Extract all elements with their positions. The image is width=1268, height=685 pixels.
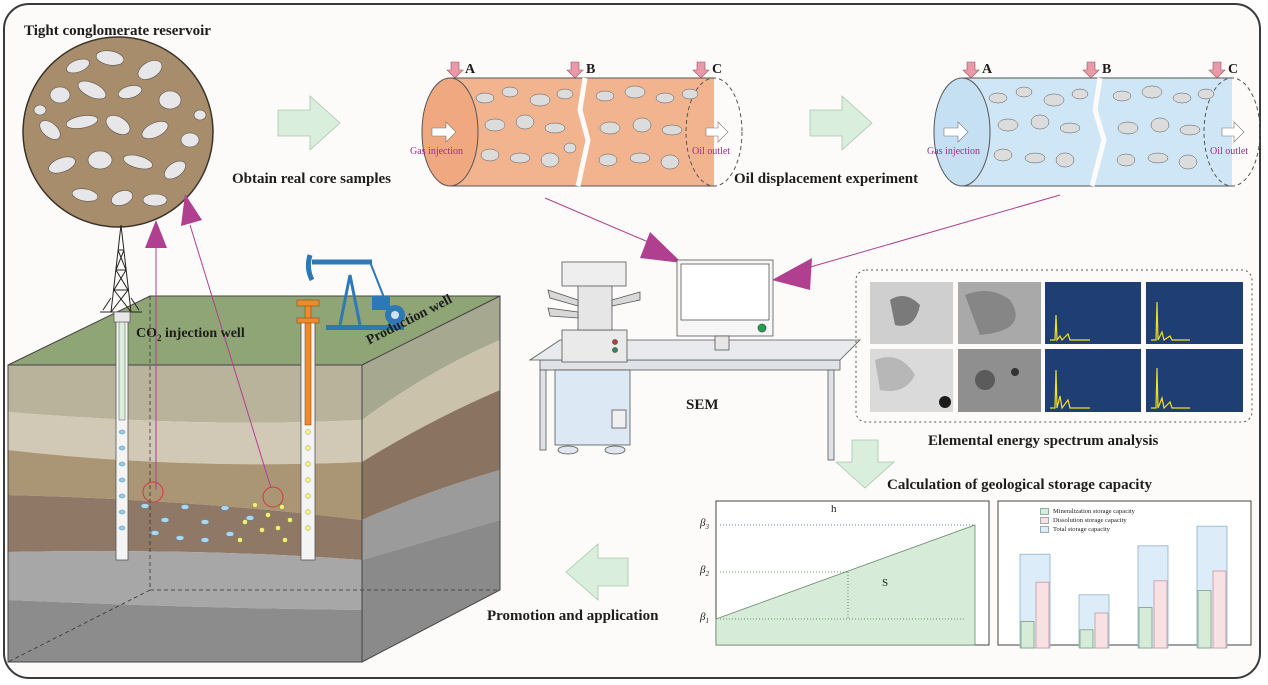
drilling-derrick <box>100 224 142 313</box>
beta3-symbol: β <box>700 517 706 529</box>
arrow-into-sem-left <box>640 232 682 263</box>
core-sample-orange <box>421 61 743 187</box>
beta3-subscript: 3 <box>705 523 709 532</box>
beta1-subscript: 1 <box>705 617 709 626</box>
beta2-symbol: β <box>700 564 706 576</box>
beta2-label: β2 <box>700 564 709 578</box>
core2-oil-outlet: Oil outlet <box>1210 146 1249 157</box>
link-blue-to-sem <box>799 194 1061 271</box>
legend-swatch-total <box>1040 526 1049 534</box>
arrow-down <box>834 439 896 489</box>
core1-oil-outlet: Oil outlet <box>692 146 731 157</box>
beta1-label: β1 <box>700 611 709 625</box>
link-orange-to-sem <box>544 197 661 248</box>
spectrum-analysis-label: Elemental energy spectrum analysis <box>928 433 1159 449</box>
capacity-diagram <box>715 500 990 646</box>
co2-subscript: 2 <box>157 332 162 343</box>
core1-point-c: C <box>712 62 723 77</box>
bar-dissolution-2 <box>1094 612 1109 649</box>
injection-well <box>113 311 131 561</box>
bar-chart-bars <box>1019 525 1228 649</box>
beta3-label: β3 <box>700 517 709 531</box>
promotion-label: Promotion and application <box>487 608 659 624</box>
bar-dissolution-4 <box>1212 570 1227 649</box>
up-arrow-right <box>181 194 202 226</box>
core1-point-b: B <box>586 62 596 77</box>
obtain-samples-label: Obtain real core samples <box>232 171 392 187</box>
reservoir-title: Tight conglomerate reservoir <box>24 23 211 39</box>
up-arrow-left <box>145 220 167 248</box>
core2-point-a: A <box>982 62 993 77</box>
pump-jack <box>305 254 405 330</box>
co2-prefix: CO <box>136 326 157 341</box>
sem-images <box>870 282 1041 412</box>
legend-swatch-dissolution <box>1040 517 1049 525</box>
storage-capacity-label: Calculation of geological storage capaci… <box>887 477 1152 493</box>
reservoir-rock-circle <box>22 36 214 228</box>
legend-item-mineral: Mineralization storage capacity <box>1040 507 1135 516</box>
bar-mineral-3 <box>1138 607 1153 649</box>
bar-dissolution-3 <box>1153 580 1168 649</box>
sem-label: SEM <box>686 397 719 413</box>
bar-mineral-4 <box>1197 590 1212 649</box>
production-well <box>296 299 320 561</box>
injection-well-suffix: injection well <box>161 326 245 341</box>
arrow-right-2 <box>809 95 873 151</box>
core2-point-c: C <box>1228 62 1239 77</box>
oil-displacement-label: Oil displacement experiment <box>734 171 919 187</box>
s-label: S <box>882 577 889 589</box>
legend-item-total: Total storage capacity <box>1040 525 1135 534</box>
bar-chart-legend: Mineralization storage capacity Dissolut… <box>1040 507 1135 534</box>
magenta-link-lines <box>155 224 272 490</box>
bar-mineral-2 <box>1079 629 1094 649</box>
arrow-right-1 <box>277 95 341 151</box>
core2-gas-injection: Gas injection <box>927 146 981 157</box>
core2-point-b: B <box>1102 62 1112 77</box>
bar-mineral-1 <box>1020 621 1035 649</box>
legend-swatch-mineral <box>1040 508 1049 516</box>
co2-injection-well-label: CO2 injection well <box>136 326 245 343</box>
geological-block <box>7 295 501 663</box>
spectrum-panel <box>855 269 1253 423</box>
core-sample-blue <box>933 61 1261 187</box>
arrow-left <box>565 543 629 601</box>
legend-label-total: Total storage capacity <box>1053 526 1110 533</box>
beta2-subscript: 2 <box>705 570 709 579</box>
core1-gas-injection: Gas injection <box>410 146 464 157</box>
arrow-into-sem-right <box>772 258 812 290</box>
legend-label-dissolution: Dissolution storage capacity <box>1053 517 1127 524</box>
beta1-symbol: β <box>700 611 706 623</box>
sem-workstation <box>528 259 861 461</box>
legend-item-dissolution: Dissolution storage capacity <box>1040 516 1135 525</box>
h-label: h <box>831 503 837 515</box>
spectrum-plots <box>1045 282 1243 412</box>
legend-label-mineral: Mineralization storage capacity <box>1053 508 1135 515</box>
core1-point-a: A <box>465 62 476 77</box>
bar-dissolution-1 <box>1035 581 1050 649</box>
